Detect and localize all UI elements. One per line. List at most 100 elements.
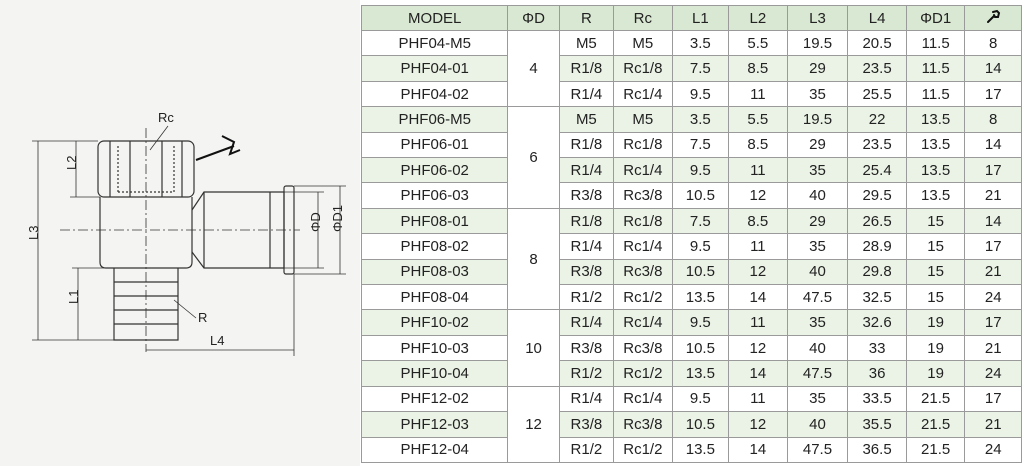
cell-l2: 11 <box>728 385 788 413</box>
cell-od1: 11.5 <box>905 29 966 57</box>
cell-l3: 29 <box>786 131 849 159</box>
cell-rc: Rc1/2 <box>613 284 673 311</box>
cell-l4: 29.8 <box>847 258 907 286</box>
cell-wrench: 17 <box>964 80 1022 108</box>
cell-rc: M5 <box>613 106 673 133</box>
cell-r: R1/4 <box>558 157 615 184</box>
cell-r: R3/8 <box>558 411 615 438</box>
cell-rc: Rc3/8 <box>613 334 673 362</box>
cell-l1: 13.5 <box>671 284 730 311</box>
cell-r: R1/8 <box>558 207 615 235</box>
cell-l3: 40 <box>786 182 849 209</box>
cell-l1: 10.5 <box>671 411 730 438</box>
cell-l2: 5.5 <box>728 106 788 133</box>
cell-rc: Rc1/4 <box>613 157 673 184</box>
cell-l2: 14 <box>728 360 788 387</box>
cell-model: PHF06-01 <box>360 131 509 159</box>
cell-wrench: 17 <box>964 309 1022 336</box>
label-l3: L3 <box>26 226 41 240</box>
cell-l4: 25.5 <box>847 80 907 108</box>
cell-l1: 13.5 <box>671 436 730 463</box>
cell-l4: 36 <box>847 360 907 387</box>
cell-wrench: 24 <box>964 436 1022 463</box>
cell-l3: 35 <box>786 309 849 336</box>
cell-od1: 21.5 <box>905 436 966 463</box>
cell-l4: 32.6 <box>847 309 907 336</box>
cell-wrench: 17 <box>964 385 1022 413</box>
cell-l4: 29.5 <box>847 182 907 209</box>
cell-model: PHF04-02 <box>360 80 509 108</box>
cell-rc: Rc1/4 <box>613 80 673 108</box>
cell-r: R1/2 <box>558 436 615 463</box>
cell-od: 4 <box>507 29 560 108</box>
cell-rc: M5 <box>613 29 673 57</box>
cell-l4: 28.9 <box>847 233 907 260</box>
cell-l2: 8.5 <box>728 207 788 235</box>
cell-model: PHF06-03 <box>360 182 509 209</box>
cell-l1: 9.5 <box>671 233 730 260</box>
header-l1: L1 <box>671 5 730 31</box>
cell-rc: Rc1/4 <box>613 385 673 413</box>
cell-l2: 14 <box>728 436 788 463</box>
wrench-symbol <box>195 135 241 161</box>
cell-l2: 12 <box>728 182 788 209</box>
cell-rc: Rc1/4 <box>613 233 673 260</box>
cell-wrench: 17 <box>964 157 1022 184</box>
cell-rc: Rc1/8 <box>613 131 673 159</box>
cell-od1: 21.5 <box>905 411 966 438</box>
cell-l4: 35.5 <box>847 411 907 438</box>
cell-r: R1/4 <box>558 309 615 336</box>
cell-l4: 23.5 <box>847 55 907 82</box>
cell-l2: 12 <box>728 411 788 438</box>
cell-r: R1/4 <box>558 80 615 108</box>
cell-l1: 9.5 <box>671 385 730 413</box>
cell-wrench: 8 <box>964 106 1022 133</box>
label-l1: L1 <box>66 290 81 304</box>
cell-r: M5 <box>558 29 615 57</box>
cell-model: PHF12-02 <box>360 385 509 413</box>
cell-l1: 7.5 <box>671 55 730 82</box>
cell-r: R3/8 <box>558 182 615 209</box>
header-r: R <box>558 5 615 31</box>
cell-l2: 5.5 <box>728 29 788 57</box>
cell-model: PHF06-M5 <box>360 106 509 133</box>
fitting-drawing: Rc L2 L3 L1 ΦD ΦD1 R L4 <box>26 110 346 356</box>
label-l4: L4 <box>210 333 224 348</box>
cell-l4: 20.5 <box>847 29 907 57</box>
cell-model: PHF06-02 <box>360 157 509 184</box>
cell-od1: 13.5 <box>905 157 966 184</box>
cell-wrench: 24 <box>964 360 1022 387</box>
cell-model: PHF08-04 <box>360 284 509 311</box>
cell-od1: 19 <box>905 334 966 362</box>
label-od: ΦD <box>308 212 323 232</box>
cell-l3: 40 <box>786 258 849 286</box>
cell-od1: 21.5 <box>905 385 966 413</box>
cell-rc: Rc3/8 <box>613 258 673 286</box>
cell-l2: 14 <box>728 284 788 311</box>
header-l4: L4 <box>847 5 907 31</box>
cell-l4: 26.5 <box>847 207 907 235</box>
cell-r: R1/8 <box>558 55 615 82</box>
cell-model: PHF10-04 <box>360 360 509 387</box>
cell-wrench: 24 <box>964 284 1022 311</box>
cell-l1: 3.5 <box>671 106 730 133</box>
cell-wrench: 21 <box>964 182 1022 209</box>
header-l3: L3 <box>786 5 849 31</box>
cell-r: R3/8 <box>558 334 615 362</box>
label-l2: L2 <box>64 156 79 170</box>
header-od1: ΦD1 <box>905 5 966 31</box>
cell-od1: 15 <box>905 207 966 235</box>
cell-rc: Rc1/4 <box>613 309 673 336</box>
header-od: ΦD <box>507 5 560 31</box>
cell-r: R1/8 <box>558 131 615 159</box>
cell-l3: 40 <box>786 334 849 362</box>
technical-drawing-panel: Rc L2 L3 L1 ΦD ΦD1 R L4 <box>0 0 360 466</box>
cell-l2: 12 <box>728 334 788 362</box>
